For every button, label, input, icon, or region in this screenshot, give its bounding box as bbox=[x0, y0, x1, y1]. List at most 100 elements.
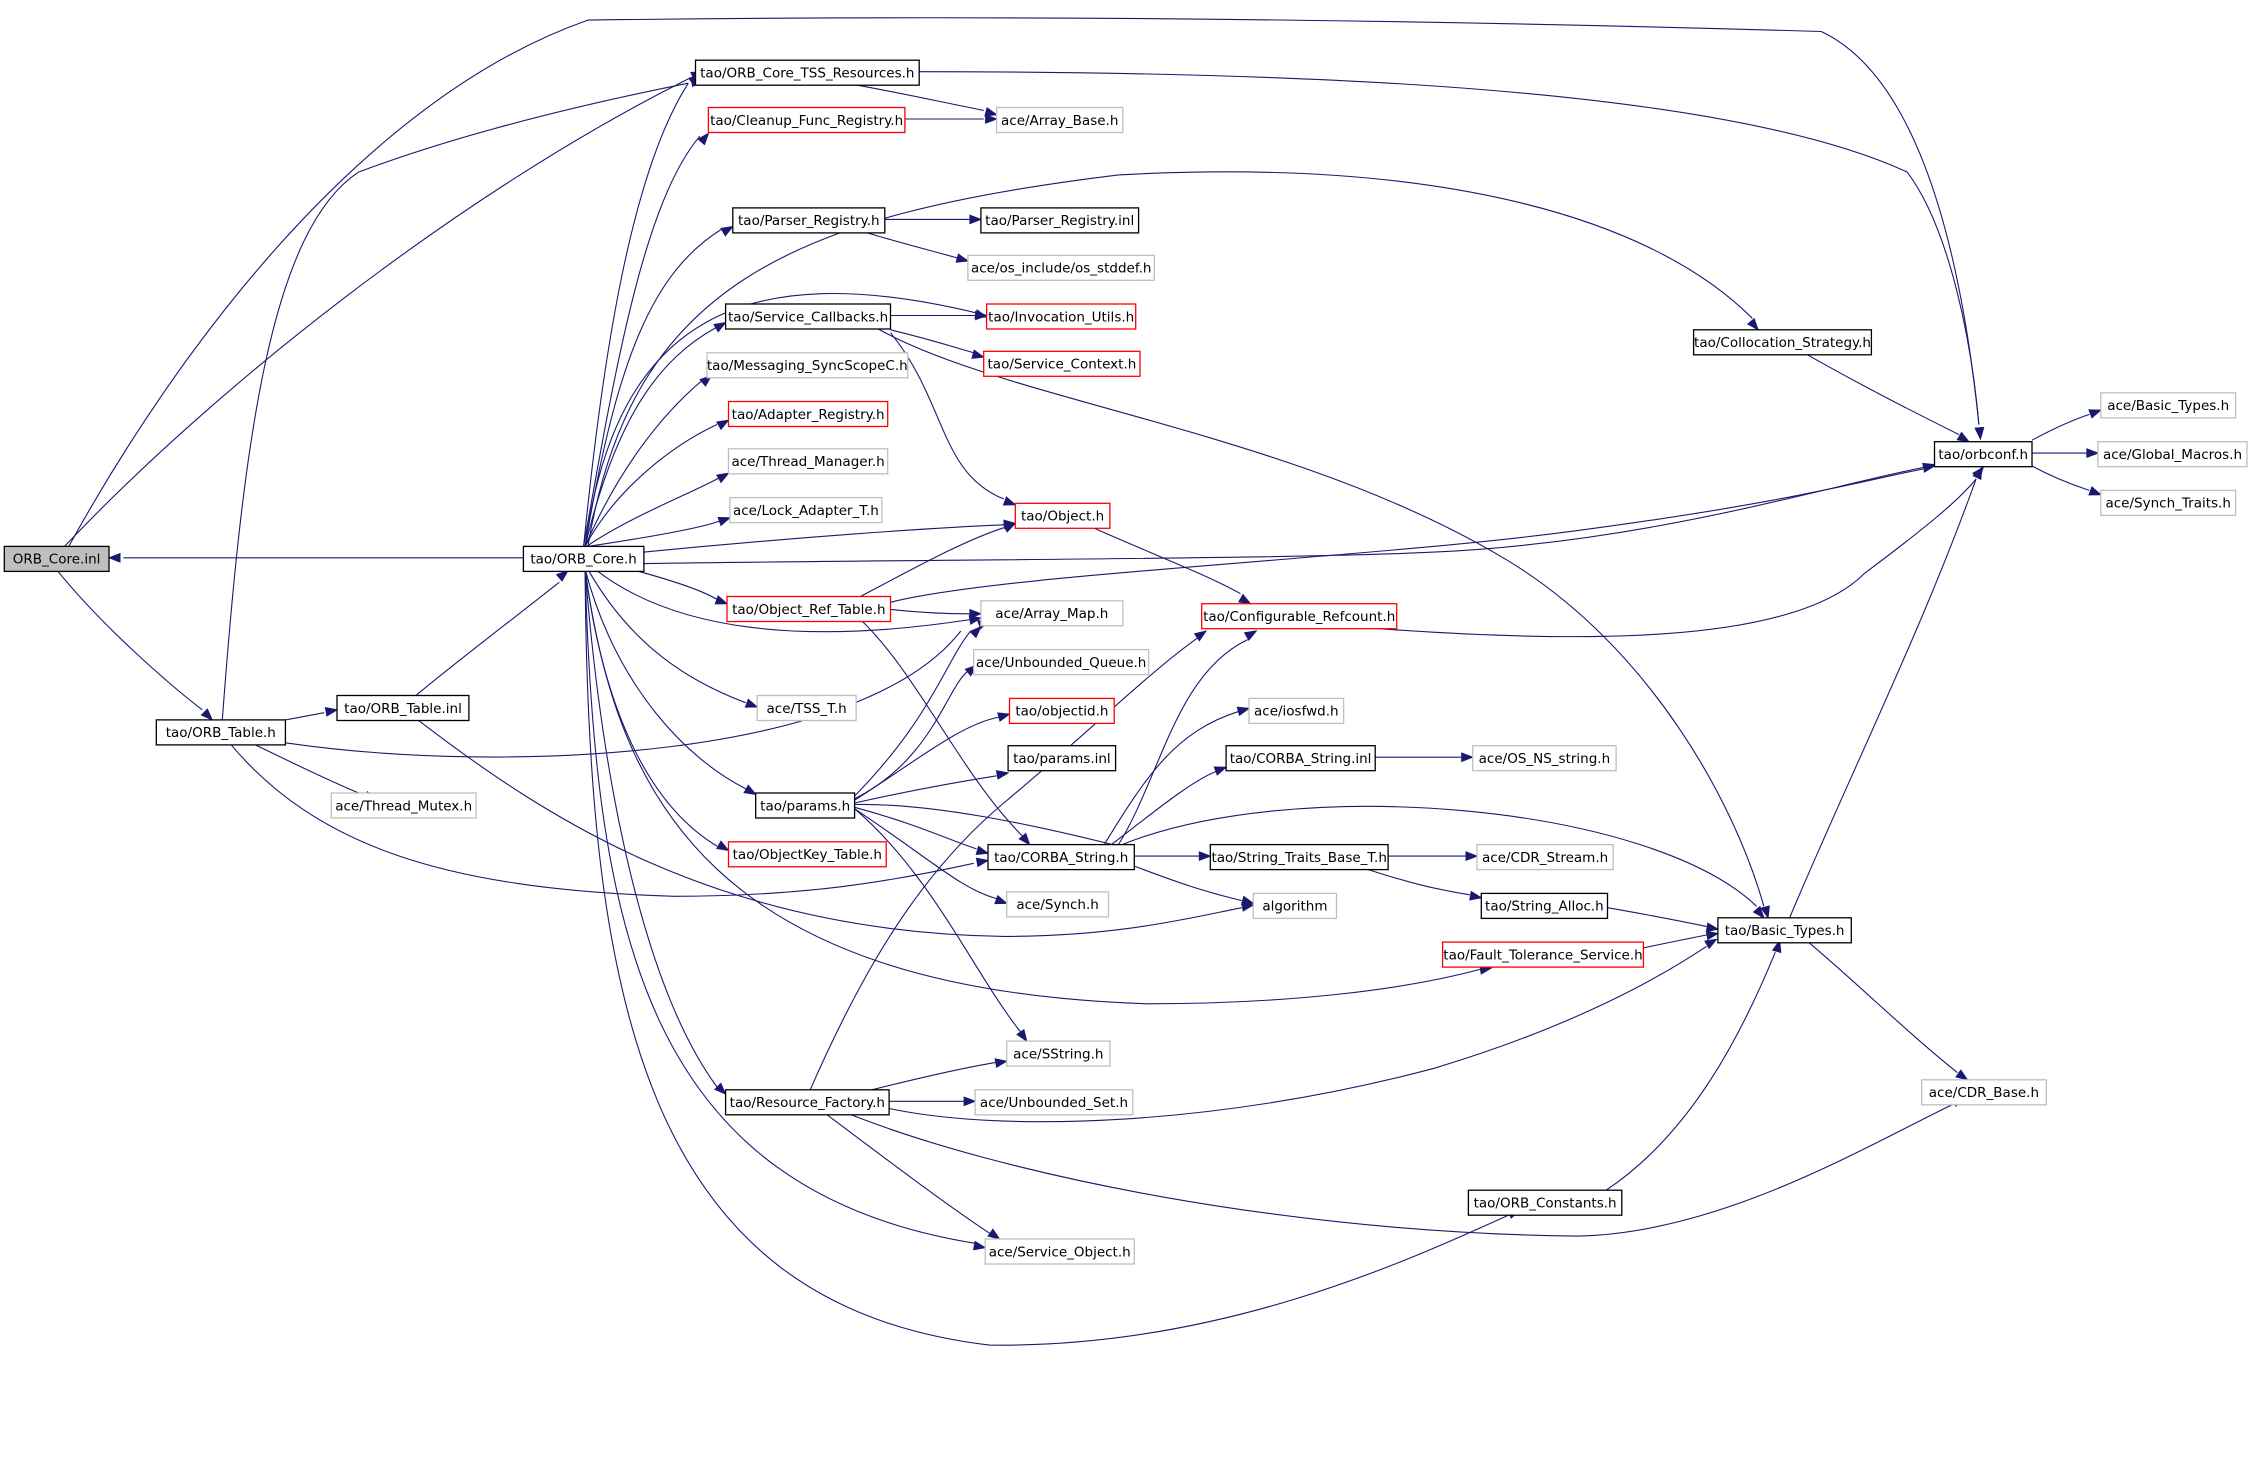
node-service-callbacks[interactable]: tao/Service_Callbacks.h bbox=[724, 303, 892, 330]
node-object-ref-table[interactable]: tao/Object_Ref_Table.h bbox=[726, 595, 892, 623]
edge-line bbox=[584, 424, 718, 547]
node-object-h[interactable]: tao/Object.h bbox=[1014, 502, 1111, 529]
edge-string_alloc-to-basic_types_tao bbox=[1607, 907, 1720, 933]
edge-line bbox=[584, 569, 1514, 1346]
node-fault-tolerance[interactable]: tao/Fault_Tolerance_Service.h bbox=[1441, 941, 1645, 968]
edges-layer bbox=[56, 17, 2103, 1346]
node-box bbox=[1248, 697, 1345, 725]
node-string-alloc[interactable]: tao/String_Alloc.h bbox=[1480, 892, 1609, 920]
node-box bbox=[1006, 891, 1110, 918]
arrowhead bbox=[1213, 766, 1228, 776]
node-label: tao/ORB_Core.h bbox=[530, 552, 636, 568]
arrowhead bbox=[1760, 905, 1770, 920]
node-box bbox=[1225, 745, 1376, 772]
node-string-traits[interactable]: tao/String_Traits_Base_T.h bbox=[1209, 843, 1389, 871]
node-parser-registry-inl[interactable]: tao/Parser_Registry.inl bbox=[980, 207, 1140, 234]
node-invocation-utils[interactable]: tao/Invocation_Utils.h bbox=[985, 303, 1137, 330]
node-box bbox=[3, 545, 110, 573]
node-orb-core-h[interactable]: tao/ORB_Core.h bbox=[522, 545, 645, 573]
arrowhead bbox=[963, 1096, 977, 1107]
edge-line bbox=[285, 630, 962, 758]
node-label: tao/Fault_Tolerance_Service.h bbox=[1443, 947, 1642, 963]
node-os-ns-string: ace/OS_NS_string.h bbox=[1472, 745, 1617, 772]
edge-line bbox=[1803, 352, 1960, 435]
arrowhead bbox=[555, 569, 569, 582]
node-cleanup[interactable]: tao/Cleanup_Func_Registry.h bbox=[707, 106, 906, 134]
edge-corba_string_h-to-configurable_refcount bbox=[1118, 630, 1258, 845]
node-tss-resources[interactable]: tao/ORB_Core_TSS_Resources.h bbox=[694, 59, 920, 86]
edge-line bbox=[846, 82, 984, 111]
node-resource-factory[interactable]: tao/Resource_Factory.h bbox=[724, 1089, 890, 1116]
edge-orb_core_inl-to-orbconf bbox=[68, 17, 1985, 547]
node-params-inl[interactable]: tao/params.inl bbox=[1007, 745, 1117, 772]
node-box bbox=[756, 694, 857, 722]
arrowhead bbox=[697, 132, 710, 146]
edge-orb_core_h-to-tss_t bbox=[587, 569, 759, 708]
arrowhead bbox=[995, 770, 1010, 780]
edge-resource_factory-to-configurable_refcount bbox=[809, 630, 1208, 1091]
node-orb-table-inl[interactable]: tao/ORB_Table.inl bbox=[336, 694, 470, 722]
edge-orb_table_inl-to-orb_core_h bbox=[415, 569, 569, 696]
arrowhead bbox=[716, 472, 730, 484]
edge-line bbox=[584, 292, 976, 547]
node-label: tao/Service_Context.h bbox=[988, 357, 1137, 373]
node-label: tao/Parser_Registry.inl bbox=[985, 213, 1134, 229]
edge-line bbox=[584, 569, 718, 1088]
edge-line bbox=[854, 806, 977, 850]
edge-params_h-to-synch_h bbox=[854, 808, 1009, 905]
edge-object_ref_table-to-corba_string_h bbox=[860, 619, 1031, 846]
node-box bbox=[727, 448, 889, 475]
node-box bbox=[967, 254, 1155, 281]
node-box bbox=[522, 545, 645, 573]
node-label: tao/CORBA_String.inl bbox=[1230, 751, 1372, 767]
node-box bbox=[1007, 745, 1117, 772]
arrowhead bbox=[1240, 895, 1255, 906]
arrowhead bbox=[1771, 939, 1782, 954]
arrowhead bbox=[997, 712, 1011, 722]
edge-line bbox=[1806, 940, 1958, 1074]
node-parser-registry[interactable]: tao/Parser_Registry.h bbox=[732, 207, 886, 234]
node-objectkey-table[interactable]: tao/ObjectKey_Table.h bbox=[727, 841, 887, 868]
edge-service_callbacks-to-service_context bbox=[890, 329, 986, 359]
arrowhead bbox=[1018, 832, 1031, 846]
node-objectid[interactable]: tao/objectid.h bbox=[1008, 697, 1115, 725]
edge-tss_resources-to-orbconf bbox=[919, 71, 1985, 441]
node-service-context[interactable]: tao/Service_Context.h bbox=[983, 350, 1141, 377]
edge-string_traits-to-string_alloc bbox=[1362, 867, 1483, 901]
edge-fault_tolerance-to-basic_types_tao bbox=[1643, 930, 1720, 949]
node-label: tao/Adapter_Registry.h bbox=[732, 407, 885, 423]
node-label: ace/SString.h bbox=[1013, 1046, 1103, 1062]
node-corba-string-h[interactable]: tao/CORBA_String.h bbox=[987, 843, 1135, 871]
node-corba-string-inl[interactable]: tao/CORBA_String.inl bbox=[1225, 745, 1376, 772]
node-label: ace/Thread_Manager.h bbox=[731, 454, 884, 470]
arrowhead bbox=[969, 608, 983, 619]
edge-params_h-to-unbounded_queue bbox=[854, 664, 978, 800]
arrowhead bbox=[2088, 486, 2103, 496]
arrowhead bbox=[1193, 630, 1208, 642]
node-basic-types-tao[interactable]: tao/Basic_Types.h bbox=[1717, 917, 1852, 944]
node-orb-constants[interactable]: tao/ORB_Constants.h bbox=[1467, 1189, 1623, 1216]
node-array-map: ace/Array_Map.h bbox=[980, 600, 1124, 627]
node-label: tao/Messaging_SyncScopeC.h bbox=[707, 358, 908, 374]
node-label: tao/ORB_Constants.h bbox=[1474, 1196, 1617, 1212]
node-adapter-registry[interactable]: tao/Adapter_Registry.h bbox=[727, 400, 889, 428]
edge-corba_string_h-to-algorithm bbox=[1134, 865, 1255, 906]
node-tss-t: ace/TSS_T.h bbox=[756, 694, 857, 722]
node-box bbox=[1692, 329, 1873, 356]
node-params-h[interactable]: tao/params.h bbox=[755, 792, 856, 819]
node-label: ace/Lock_Adapter_T.h bbox=[733, 503, 879, 519]
node-orb-table-h[interactable]: tao/ORB_Table.h bbox=[155, 719, 287, 746]
node-box bbox=[2100, 392, 2237, 419]
node-collocation[interactable]: tao/Collocation_Strategy.h bbox=[1692, 329, 1873, 356]
edge-resource_factory-to-cdr_base bbox=[845, 1097, 1966, 1237]
edge-orb_core_h-to-lock_adapter bbox=[587, 516, 732, 547]
edge-params_h-to-sstring bbox=[854, 808, 1028, 1043]
node-label: tao/Basic_Types.h bbox=[1725, 923, 1845, 939]
edge-line bbox=[415, 717, 1242, 937]
arrowhead bbox=[717, 516, 732, 527]
node-box bbox=[1209, 843, 1389, 871]
edge-orb_constants-to-basic_types_tao bbox=[1605, 939, 1782, 1191]
node-configurable-refcount[interactable]: tao/Configurable_Refcount.h bbox=[1201, 603, 1398, 630]
node-orbconf[interactable]: tao/orbconf.h bbox=[1933, 441, 2033, 468]
